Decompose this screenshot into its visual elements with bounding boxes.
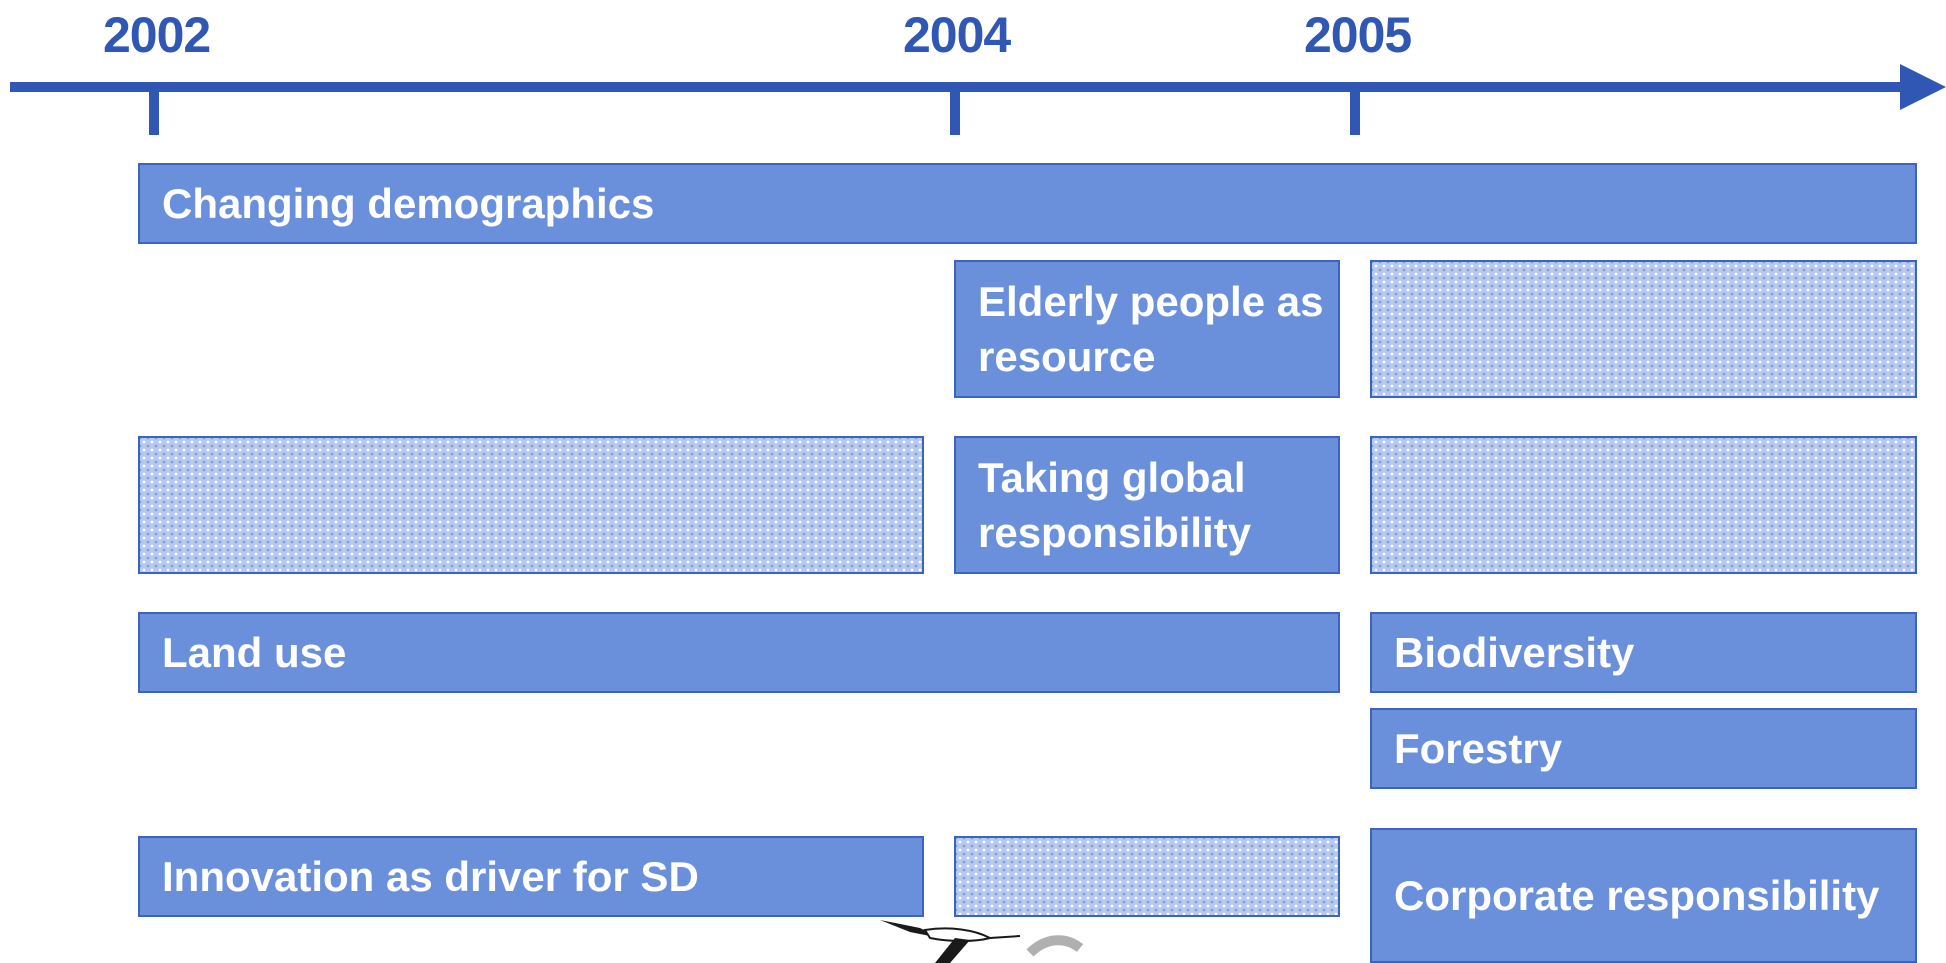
hatched-block (138, 436, 924, 574)
bar-label: Elderly people as resource (978, 278, 1324, 380)
bar-label: Innovation as driver for SD (162, 853, 699, 900)
bar-land-use: Land use (138, 612, 1340, 693)
bar-forestry: Forestry (1370, 708, 1917, 789)
hatched-block (1370, 436, 1917, 574)
bar-elderly-people: Elderly people as resource (954, 260, 1340, 398)
bar-corporate-responsibility: Corporate responsibility (1370, 828, 1917, 963)
bar-label: Biodiversity (1394, 629, 1635, 676)
flying-stork-icon (880, 920, 1084, 963)
bar-changing-demographics: Changing demographics (138, 163, 1917, 244)
bar-biodiversity: Biodiversity (1370, 612, 1917, 693)
bar-label: Corporate responsibility (1394, 872, 1880, 919)
tick-2002 (149, 86, 159, 135)
bar-taking-global-responsibility: Taking global responsibility (954, 436, 1340, 574)
tick-2005 (1350, 86, 1360, 135)
bar-label: Land use (162, 629, 347, 676)
hatched-block (1370, 260, 1917, 398)
year-label-2005: 2005 (1304, 7, 1412, 63)
year-label-2004: 2004 (903, 7, 1011, 63)
tick-2004 (950, 86, 960, 135)
timeline-arrow-icon (1900, 64, 1946, 110)
bar-innovation: Innovation as driver for SD (138, 836, 924, 917)
bar-label: Forestry (1394, 725, 1563, 772)
bar-label: Taking global responsibility (978, 454, 1252, 556)
bar-label: Changing demographics (162, 180, 655, 227)
hatched-block (954, 836, 1340, 917)
year-label-2002: 2002 (103, 7, 211, 63)
timeline-axis (10, 82, 1910, 92)
